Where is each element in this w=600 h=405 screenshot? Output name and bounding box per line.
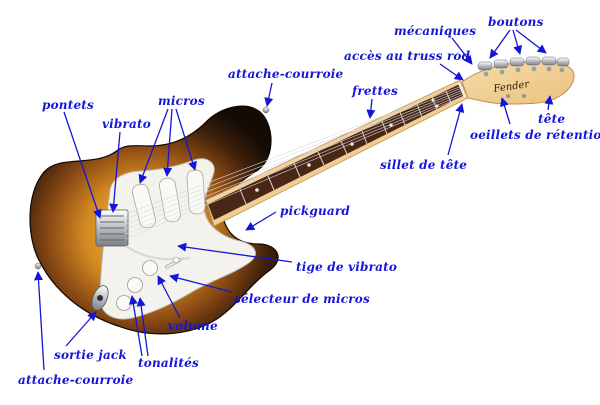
label-strap-button-bottom: attache-courroie: [18, 373, 134, 387]
label-buttons: boutons: [488, 15, 544, 29]
label-frets: frettes: [352, 84, 398, 98]
label-pickup-selector: sélecteur de micros: [234, 292, 370, 306]
strings: [125, 85, 465, 240]
tuners: [477, 56, 570, 77]
strap-button-bottom: [34, 262, 42, 270]
output-jack: [91, 285, 109, 311]
annotation-arrows: [33, 29, 554, 371]
label-tremolo-arm: tige de vibrato: [296, 260, 398, 274]
label-tuners: mécaniques: [394, 24, 477, 38]
label-pickguard: pickguard: [280, 204, 350, 218]
label-volume: volume: [168, 319, 218, 333]
label-nut: sillet de tête: [380, 158, 468, 172]
label-headstock: tête: [538, 112, 566, 126]
label-pickups: micros: [158, 94, 205, 108]
label-tone-knobs: tonalités: [138, 356, 199, 370]
label-string-trees: oeillets de rétention: [470, 128, 600, 142]
label-output-jack: sortie jack: [54, 348, 127, 362]
control-knobs: [116, 256, 182, 311]
strap-button-top: [262, 106, 270, 114]
headstock-logo: Fender: [492, 79, 531, 95]
nut: [457, 82, 467, 98]
bridge: [95, 209, 129, 247]
label-truss-rod-access: accès au truss rod: [344, 49, 471, 63]
tremolo-arm: [125, 245, 191, 261]
label-tremolo: vibrato: [102, 117, 151, 131]
string-trees: [506, 94, 526, 98]
label-saddles: pontets: [42, 98, 94, 112]
label-strap-button-top: attache-courroie: [228, 67, 344, 81]
